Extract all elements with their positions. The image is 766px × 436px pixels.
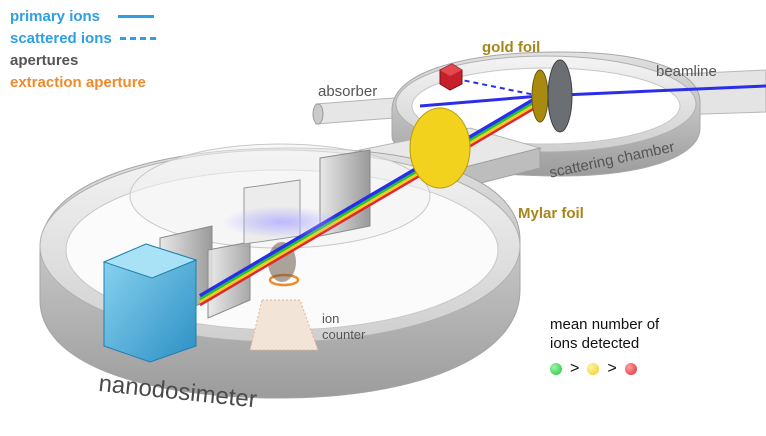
beamline-label: beamline [656,63,717,80]
mean-detected-title: mean number of ions detected [550,316,659,354]
primary-ion-beam [419,84,766,108]
green-ball-icon [550,363,562,375]
mylar-foil-label: Mylar foil [518,205,584,222]
gold-foil [531,59,573,133]
legend-extraction-aperture: extraction aperture [10,74,146,91]
mylar-foil [409,107,471,189]
mean-detected-sequence: > > [550,360,637,378]
legend-extraction-aperture-label: extraction aperture [10,74,146,91]
legend-scattered-ions: scattered ions [10,30,156,47]
legend-scattered-ions-label: scattered ions [10,30,112,47]
detector-block [102,243,198,363]
greater-than-2: > [607,360,617,377]
greater-than-1: > [570,360,580,377]
absorber-label: absorber [318,83,378,100]
scatter-detector-box [439,63,463,91]
scattered-ion-beams [198,94,542,307]
beam-glow [222,206,342,238]
legend-apertures-label: apertures [10,52,79,69]
mean-detected-title-line2: ions detected [550,334,640,352]
ion-counter-label-line1: ion [322,311,340,326]
red-ball-icon [624,363,637,375]
mean-detected-title-line1: mean number of [550,316,660,333]
legend-scattered-ions-line [119,37,156,40]
legend-primary-ions-line [118,15,155,18]
gold-foil-label: gold foil [482,39,541,56]
ion-counter-label-line2: counter [322,327,366,342]
yellow-ball-icon [587,363,600,375]
legend-primary-ions-label: primary ions [10,8,101,25]
mean-detected-box: mean number of ions detected > > [538,300,668,386]
legend-primary-ions: primary ions [10,8,155,25]
scattered-ion-dashed-ray [451,77,541,97]
legend-apertures: apertures [10,52,78,69]
